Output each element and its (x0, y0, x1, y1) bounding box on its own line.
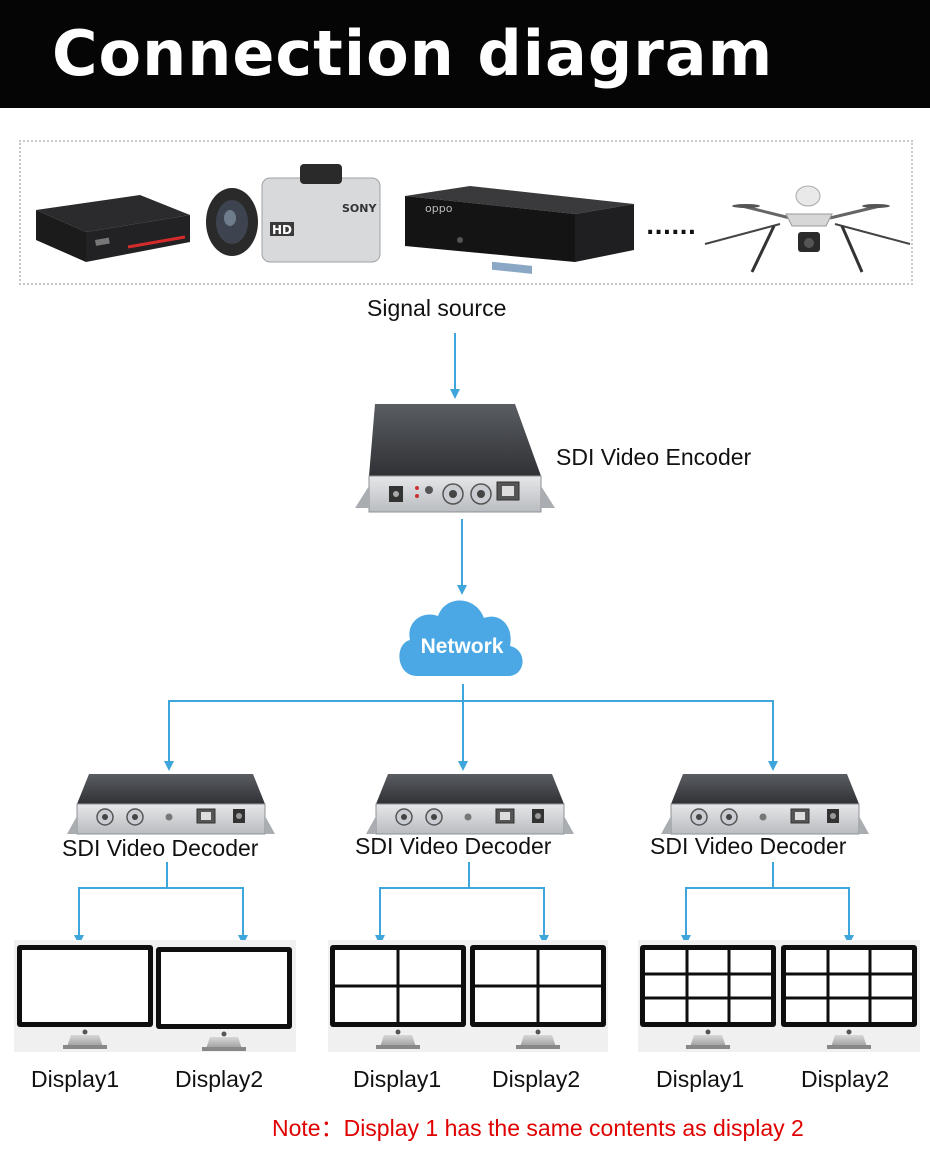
display-label-2-1: Display1 (353, 1066, 442, 1092)
camcorder-badge: HD (272, 223, 292, 237)
header-bar: Connection diagram (0, 0, 930, 108)
network-distribution-line (168, 700, 774, 766)
set-top-box-icon (36, 195, 190, 262)
decoder-3-device (660, 773, 870, 835)
monitor-group-1 (14, 940, 296, 1052)
camcorder-brand: SONY (342, 202, 377, 215)
ellipsis-text: ...... (646, 215, 696, 240)
monitor-group-2 (328, 940, 608, 1052)
decoder-2-label: SDI Video Decoder (355, 833, 552, 859)
decoder-1-label: SDI Video Decoder (62, 835, 259, 861)
signal-source-label: Signal source (367, 295, 507, 321)
decoder-3-label: SDI Video Decoder (650, 833, 847, 859)
signal-source-box (19, 140, 913, 285)
decoder-1-device (66, 773, 276, 835)
player-brand: oppo (425, 202, 453, 215)
decoder-3-split-line (685, 887, 850, 940)
decoder-2-split-line (379, 887, 545, 940)
encoder-device (355, 404, 555, 513)
nine-split-grid (645, 950, 912, 1022)
drone-icon (704, 185, 911, 273)
blu-ray-player-icon: oppo (405, 186, 634, 274)
camcorder-icon: HD SONY (206, 164, 381, 263)
network-cloud-icon (399, 600, 523, 676)
display-label-3-2: Display2 (801, 1066, 890, 1092)
quad-split-grid (335, 950, 601, 1022)
display-label-3-1: Display1 (656, 1066, 745, 1092)
decoder-1-split-line (78, 887, 244, 940)
decoder-2-device (365, 773, 575, 835)
display-label-1-1: Display1 (31, 1066, 120, 1092)
monitor-group-3 (638, 940, 920, 1052)
encoder-label: SDI Video Encoder (556, 444, 752, 470)
note-text: Note：Display 1 has the same contents as … (272, 1115, 804, 1141)
connector-lines (74, 333, 854, 945)
network-label: Network (421, 635, 504, 658)
display-label-2-2: Display2 (492, 1066, 581, 1092)
display-label-1-2: Display2 (175, 1066, 264, 1092)
page-title: Connection diagram (52, 17, 774, 90)
